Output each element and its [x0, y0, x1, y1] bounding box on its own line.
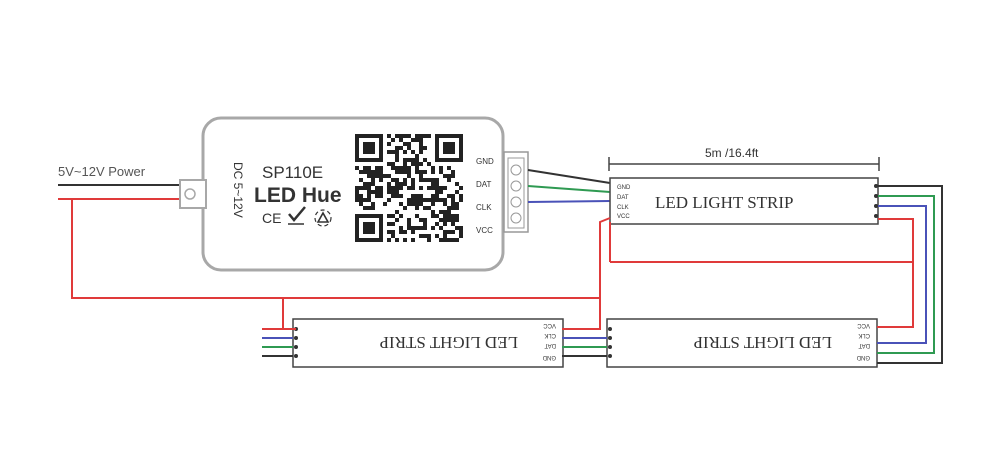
strip-top-pin-gnd: GND: [617, 185, 631, 191]
strip-left-pin-vcc: VCC: [543, 322, 556, 328]
strip-tail-wires: [262, 328, 293, 357]
terminal-block: [503, 151, 529, 233]
strip-top-pin-vcc: VCC: [617, 214, 630, 220]
controller-pin-gnd: GND: [476, 157, 494, 166]
power-distribution-wires: [71, 199, 914, 330]
controller-output-wires: [527, 169, 611, 203]
qr-code-icon: [355, 134, 463, 242]
strip-top-pin-dat: DAT: [617, 195, 629, 201]
led-strip-top: GND DAT CLK VCC LED LIGHT STRIP: [609, 177, 879, 225]
strip-left-pin-clk: CLK: [544, 332, 556, 338]
led-strip-bottom-right: LED LIGHT STRIP VCC CLK DAT GND: [606, 318, 878, 368]
dimension-marker: [608, 157, 880, 171]
power-label: 5V~12V Power: [58, 164, 146, 179]
dc-jack: [179, 179, 207, 209]
check-mark-icon: [288, 206, 306, 225]
dimension-label: 5m /16.4ft: [705, 146, 759, 160]
controller-name: LED Hue: [254, 184, 342, 207]
controller-pin-clk: CLK: [476, 203, 492, 212]
controller-model: SP110E: [262, 163, 323, 182]
led-strip-bottom-left: LED LIGHT STRIP VCC CLK DAT GND: [292, 318, 564, 368]
strip-right-label: LED LIGHT STRIP: [693, 333, 832, 352]
strip-left-pin-dat: DAT: [544, 342, 556, 348]
recycle-icon: [314, 209, 332, 227]
strip-right-pin-vcc: VCC: [857, 322, 870, 328]
controller-pin-dat: DAT: [476, 180, 492, 189]
controller-pin-labels: GND DAT CLK VCC: [476, 157, 494, 235]
dc-voltage-label: DC 5~12V: [231, 162, 245, 218]
strip-left-pin-gnd: GND: [542, 354, 556, 360]
strip-top-pin-clk: CLK: [617, 205, 629, 211]
strip-right-pin-dat: DAT: [858, 342, 870, 348]
strip-right-pin-clk: CLK: [858, 332, 870, 338]
ce-mark: CE: [262, 210, 281, 226]
controller-pin-vcc: VCC: [476, 226, 493, 235]
strip-link-wires-right: [877, 185, 943, 364]
strip-top-label: LED LIGHT STRIP: [655, 193, 794, 212]
controller-box: DC 5~12V SP110E LED Hue CE GND DAT CLK V…: [179, 116, 529, 272]
strip-left-label: LED LIGHT STRIP: [379, 333, 518, 352]
power-input-wires: [58, 184, 182, 200]
strip-right-pin-gnd: GND: [856, 354, 870, 360]
strip-link-wires-middle: [562, 337, 607, 357]
